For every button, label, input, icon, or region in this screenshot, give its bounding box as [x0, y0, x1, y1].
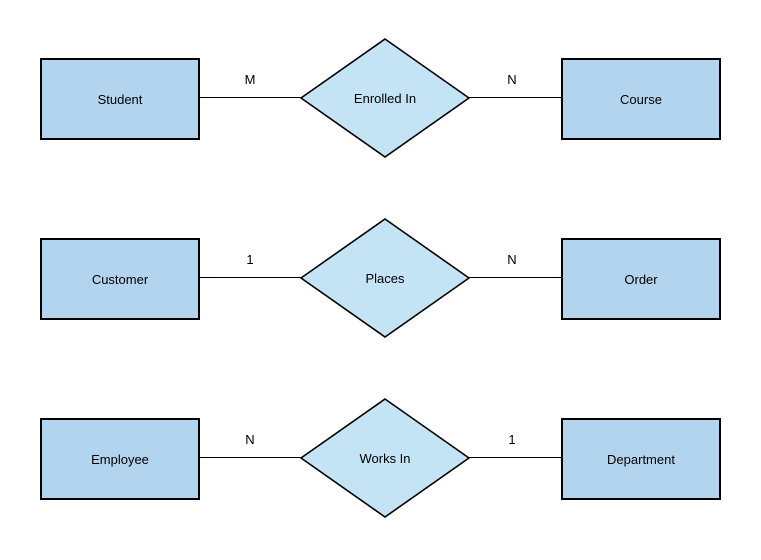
connector-line-right [469, 457, 562, 458]
relationship-diamond[interactable]: Places [300, 218, 470, 338]
entity-label: Course [620, 91, 662, 107]
entity-box[interactable]: Customer [40, 238, 200, 320]
relationship-row: Customer 1 Places N Order [0, 218, 761, 358]
cardinality-label-right: 1 [508, 432, 516, 447]
cardinality-label-right: N [507, 252, 517, 267]
entity-box[interactable]: Order [561, 238, 721, 320]
entity-box[interactable]: Employee [40, 418, 200, 500]
entity-box[interactable]: Department [561, 418, 721, 500]
cardinality-label-left: 1 [246, 252, 254, 267]
connector-line-right [469, 97, 562, 98]
entity-box[interactable]: Student [40, 58, 200, 140]
entity-box[interactable]: Course [561, 58, 721, 140]
diamond-shape [300, 218, 470, 338]
connector-line-left [200, 457, 301, 458]
connector-line-left [200, 277, 301, 278]
cardinality-label-right: N [507, 72, 517, 87]
relationship-diamond[interactable]: Works In [300, 398, 470, 518]
connector-line-left [200, 97, 301, 98]
entity-label: Department [607, 451, 675, 467]
diamond-shape [300, 38, 470, 158]
entity-label: Employee [91, 451, 149, 467]
cardinality-label-left: N [245, 432, 255, 447]
entity-label: Customer [91, 271, 149, 287]
relationship-row: Student M Enrolled In N Course [0, 38, 761, 178]
diamond-shape [300, 398, 470, 518]
connector-line-right [469, 277, 562, 278]
cardinality-label-left: M [244, 72, 256, 87]
relationship-row: Employee N Works In 1 Department [0, 398, 761, 538]
entity-label: Order [624, 271, 658, 287]
relationship-diamond[interactable]: Enrolled In [300, 38, 470, 158]
entity-label: Student [97, 91, 143, 107]
